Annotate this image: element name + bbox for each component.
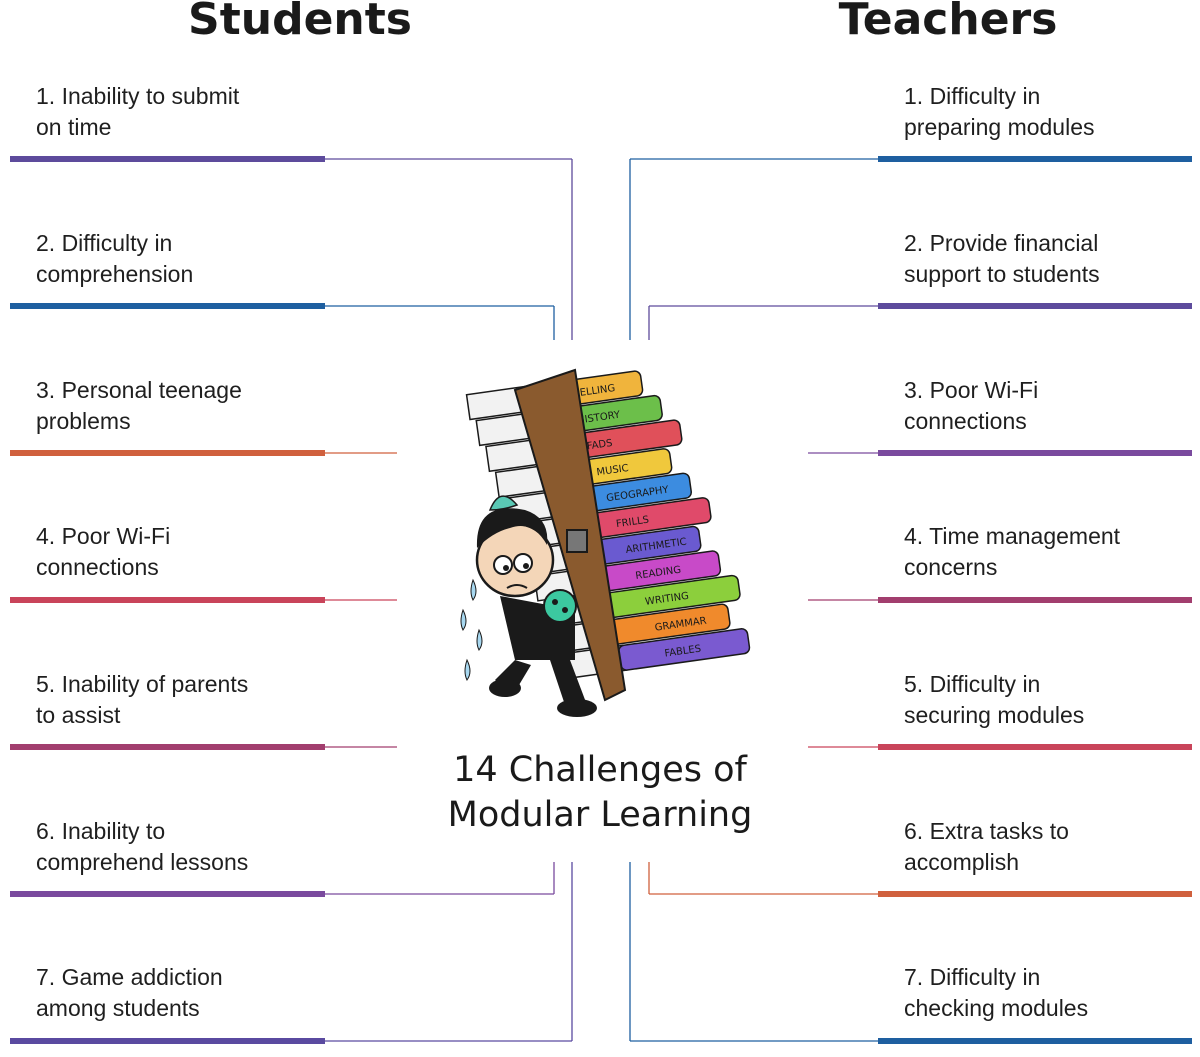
student-challenge-2: 2. Difficulty in comprehension [36,230,194,287]
book-label: FABLES [664,644,702,660]
student-challenge-6: 6. Inability to comprehend lessons [36,818,249,875]
teacher-challenge-7: 7. Difficulty in checking modules [904,964,1089,1021]
diagram-center-title: 14 Challenges of Modular Learning [447,750,753,835]
book-label: FRILLS [615,515,649,531]
boy-figure [460,495,597,717]
teacher-challenge-2: 2. Provide financial support to students [904,230,1100,287]
book-label: FADS [586,438,613,452]
student-challenge-4: 4. Poor Wi-Fi connections [36,523,171,580]
teacher-challenge-5: 5. Difficulty in securing modules [904,671,1085,728]
students-heading: Students [188,0,412,45]
book-label: MUSIC [596,463,629,478]
teacher-challenge-1: 1. Difficulty in preparing modules [904,83,1095,140]
teacher-challenge-6: 6. Extra tasks to accomplish [904,818,1069,875]
teacher-challenge-3: 3. Poor Wi-Fi connections [904,377,1039,434]
student-carrying-books-illustration: SPELLINGHISTORYFADSMUSICGEOGRAPHYFRILLSA… [460,368,751,717]
teachers-heading: Teachers [838,0,1058,45]
student-challenge-1: 1. Inability to submit on time [36,83,240,140]
student-challenge-3: 3. Personal teenage problems [36,377,242,434]
student-challenge-5: 5. Inability of parents to assist [36,671,249,728]
student-challenge-7: 7. Game addiction among students [36,964,223,1021]
teacher-challenge-4: 4. Time management concerns [904,523,1121,580]
strap-buckle [566,529,588,553]
